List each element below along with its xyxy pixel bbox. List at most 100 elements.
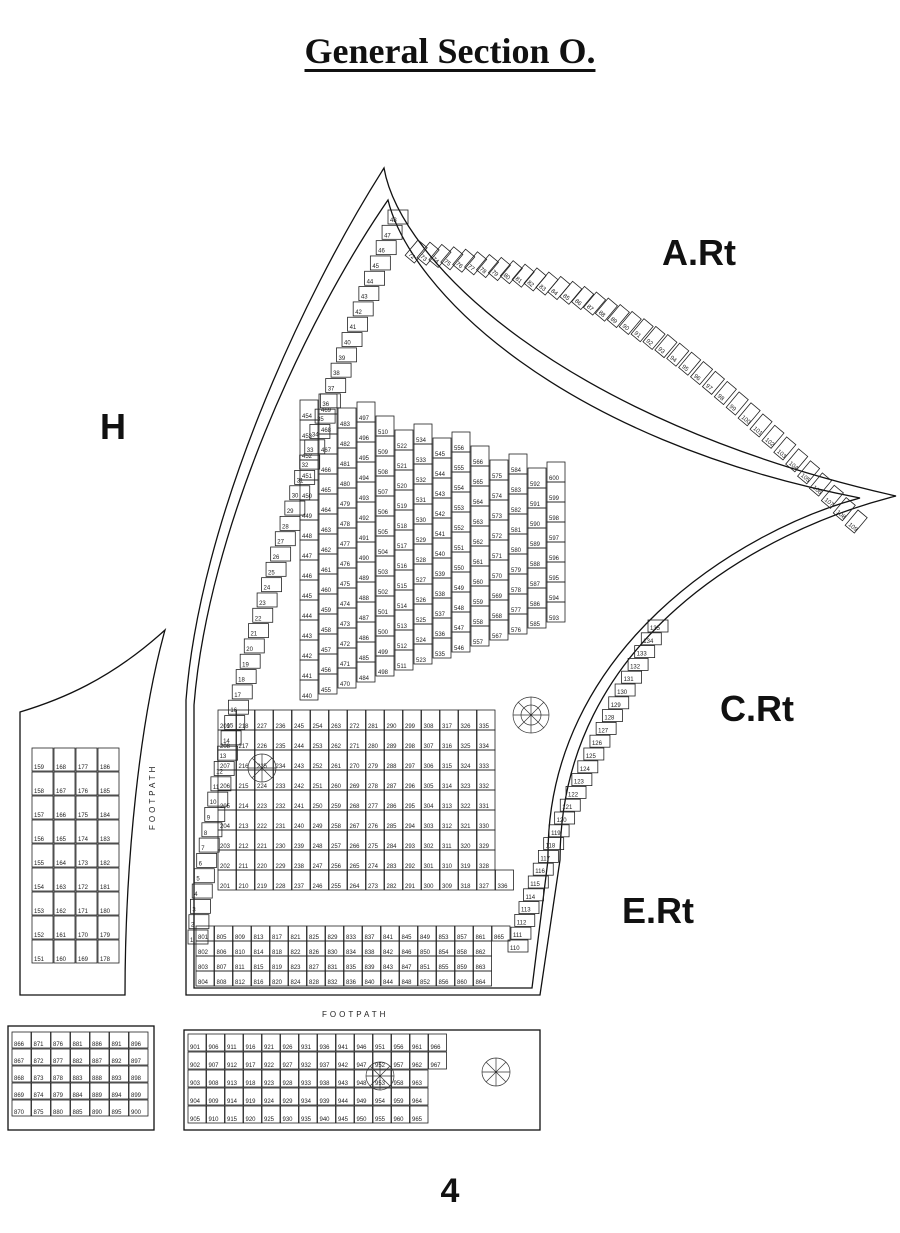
plot-number: 205 [220, 804, 231, 810]
plot-number: 960 [394, 1117, 405, 1123]
plot-number: 96 [692, 374, 701, 383]
grave-plot [70, 1099, 90, 1117]
plot-number: 278 [368, 784, 379, 790]
plot-number: 876 [53, 1042, 64, 1048]
plot-number: 911 [227, 1045, 237, 1051]
plot-number: 265 [350, 864, 361, 870]
grave-plot [206, 1033, 225, 1052]
plot-number: 234 [276, 764, 287, 770]
plot-number: 559 [473, 600, 484, 606]
grave-plot [454, 970, 474, 987]
plot-number: 323 [461, 784, 472, 790]
plot-number: 286 [387, 804, 398, 810]
plot-number: 499 [378, 650, 389, 656]
plot-number: 949 [357, 1099, 368, 1105]
plot-number: 569 [492, 594, 503, 600]
grave-plot [265, 561, 287, 577]
plot-number: 335 [479, 724, 490, 730]
plot-number: 48 [390, 218, 397, 224]
grave-plot [335, 1069, 355, 1088]
grave-plot [97, 867, 120, 892]
plot-number: 487 [359, 616, 370, 622]
plot-number: 806 [217, 950, 228, 956]
plot-number: 967 [431, 1063, 442, 1069]
plot-number: 489 [359, 576, 370, 582]
plot-number: 270 [350, 764, 361, 770]
plot-number: 526 [416, 598, 427, 604]
grave-plot [317, 1051, 336, 1070]
tree-icon [247, 753, 277, 783]
plot-number: 161 [56, 933, 67, 939]
plot-number: 128 [604, 716, 615, 722]
plot-number: 283 [387, 864, 398, 870]
grave-plot [391, 1105, 410, 1124]
grave-plot [53, 939, 76, 964]
plot-number: 935 [301, 1117, 312, 1123]
plot-number: 966 [431, 1045, 442, 1051]
plot-number: 186 [100, 765, 111, 771]
plot-number: 813 [254, 935, 265, 941]
grave-plot [362, 970, 381, 987]
grave-plot [381, 224, 403, 240]
grave-plot [689, 360, 714, 386]
plot-number: 316 [442, 744, 453, 750]
plot-number: 214 [239, 804, 250, 810]
plot-number: 41 [350, 325, 357, 331]
plot-number: 940 [320, 1117, 331, 1123]
plot-number: 884 [73, 1093, 84, 1099]
plot-number: 326 [461, 724, 472, 730]
plot-number: 252 [313, 764, 324, 770]
plot-number: 481 [340, 462, 351, 468]
plot-number: 251 [313, 784, 324, 790]
grave-plot [510, 926, 532, 940]
plot-number: 17 [234, 693, 241, 699]
plot-number: 78 [478, 267, 487, 276]
plot-number: 221 [257, 844, 268, 850]
plot-number: 895 [112, 1110, 123, 1116]
plot-number: 233 [276, 784, 287, 790]
grave-plot [235, 669, 257, 684]
grave-plot [11, 1031, 32, 1049]
grave-plot [402, 709, 422, 731]
plot-number: 921 [264, 1045, 275, 1051]
grave-plot [243, 1105, 262, 1124]
grave-plot [491, 925, 511, 942]
plot-number: 588 [530, 562, 541, 568]
plot-number: 537 [435, 612, 446, 618]
plot-number: 556 [454, 446, 465, 452]
grave-plot [761, 424, 785, 449]
plot-number: 287 [387, 784, 398, 790]
plot-number: 580 [511, 548, 522, 554]
plot-number: 117 [540, 856, 550, 862]
plot-number: 964 [412, 1099, 423, 1105]
plot-number: 570 [492, 574, 503, 580]
plot-number: 185 [100, 789, 111, 795]
plot-number: 946 [357, 1045, 368, 1051]
plot-number: 536 [435, 632, 446, 638]
plot-number: 577 [511, 608, 522, 614]
plot-number: 508 [378, 470, 389, 476]
plot-number: 23 [259, 601, 266, 607]
grave-plot [380, 970, 400, 987]
grave-plot [364, 270, 385, 286]
plot-number: 943 [338, 1081, 349, 1087]
plot-number: 317 [442, 724, 453, 730]
left-section-outline [19, 628, 167, 996]
plot-number: 505 [378, 530, 389, 536]
plot-number: 811 [235, 965, 245, 971]
plot-number: 132 [630, 664, 641, 670]
plot-number: 237 [294, 884, 305, 890]
grave-plot [298, 1069, 318, 1088]
grave-plot [70, 1031, 90, 1049]
grave-plot [325, 970, 344, 987]
plot-number: 926 [283, 1045, 294, 1051]
plot-number: 85 [561, 293, 570, 302]
plot-number: 236 [276, 724, 287, 730]
grave-plot [409, 1087, 429, 1106]
plot-number: 504 [378, 550, 389, 556]
grave-plot [785, 448, 809, 473]
grave-plot [11, 1048, 32, 1066]
grave-plot [451, 431, 471, 453]
plot-number: 204 [220, 824, 231, 830]
plot-number: 266 [350, 844, 361, 850]
